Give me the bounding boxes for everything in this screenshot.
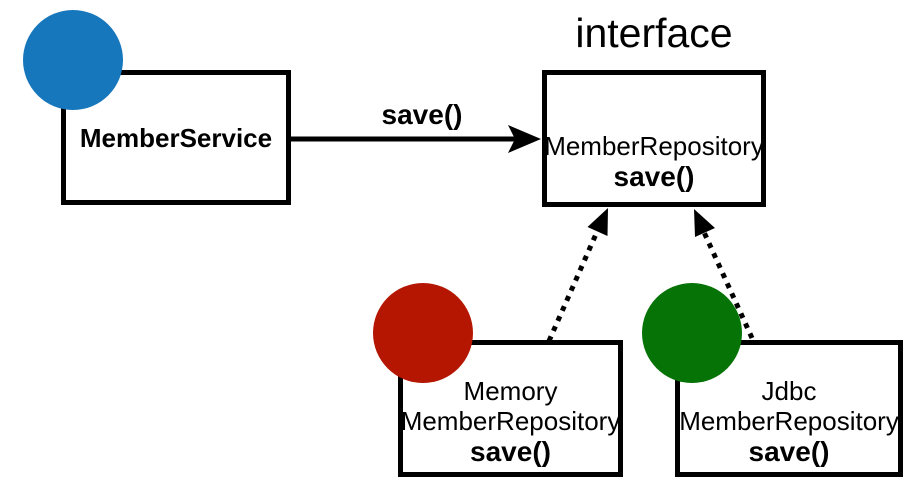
node-memory-member-repository: Memory MemberRepository save() bbox=[398, 340, 623, 477]
dashed-arrow-line-memory bbox=[546, 223, 603, 343]
dashed-arrowhead-memory bbox=[587, 208, 608, 236]
arrow-label-save: save() bbox=[381, 99, 463, 130]
interface-label: interface bbox=[575, 10, 733, 56]
node-member-service: MemberService bbox=[61, 70, 291, 205]
node-memory-method: save() bbox=[470, 436, 551, 467]
solid-arrowhead bbox=[508, 125, 541, 153]
node-member-repository-method: save() bbox=[613, 161, 695, 192]
node-memory-title-line2: MemberRepository bbox=[400, 406, 621, 436]
node-jdbc-title-line2: MemberRepository bbox=[679, 406, 899, 436]
node-member-service-title: MemberService bbox=[79, 122, 273, 153]
dashed-arrow-line-jdbc bbox=[700, 228, 755, 340]
dashed-arrowhead-jdbc bbox=[694, 209, 715, 237]
node-jdbc-title-line1: Jdbc bbox=[761, 376, 817, 406]
node-member-repository: MemberRepository save() bbox=[542, 70, 766, 207]
node-jdbc-method: save() bbox=[748, 436, 830, 467]
node-jdbc-member-repository: Jdbc MemberRepository save() bbox=[675, 340, 903, 477]
node-member-repository-title: MemberRepository bbox=[544, 131, 764, 161]
node-memory-title-line1: Memory bbox=[463, 376, 558, 406]
